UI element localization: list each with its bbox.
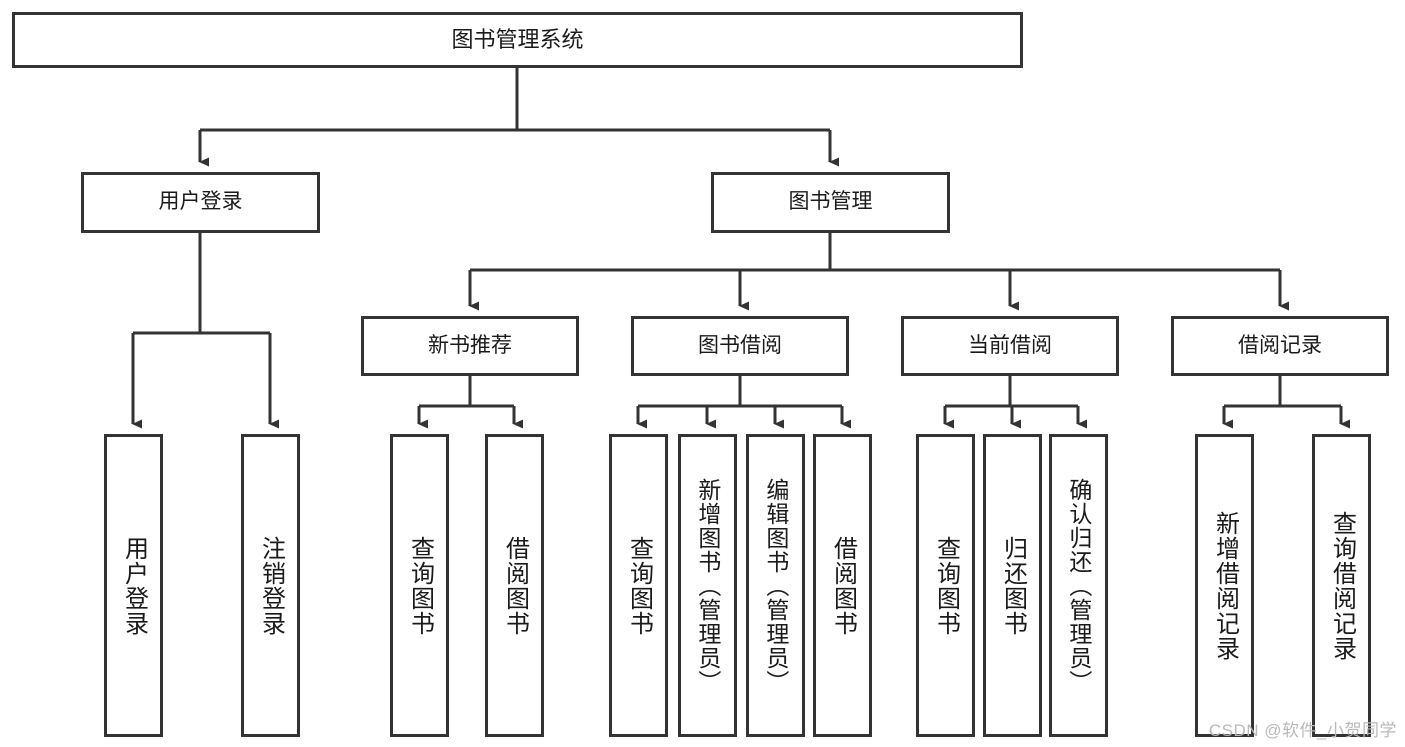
leaf-current-borrow-query-book[interactable]: 查询图书 bbox=[916, 434, 975, 737]
leaf-current-borrow-return-book[interactable]: 归还图书 bbox=[983, 434, 1042, 737]
node-new-book-recommend[interactable]: 新书推荐 bbox=[361, 316, 579, 376]
node-label: 编辑图书（管理员） bbox=[762, 477, 789, 694]
node-label: 确认归还（管理员） bbox=[1065, 477, 1092, 694]
leaf-new-book-borrow-book[interactable]: 借阅图书 bbox=[485, 434, 544, 737]
node-label: 借阅图书 bbox=[829, 535, 857, 636]
node-label: 图书管理系统 bbox=[451, 27, 584, 53]
node-label: 图书管理 bbox=[788, 190, 873, 214]
leaf-borrow-record-query-record[interactable]: 查询借阅记录 bbox=[1312, 434, 1371, 737]
leaf-borrow-record-add-record[interactable]: 新增借阅记录 bbox=[1195, 434, 1254, 737]
node-label: 查询图书 bbox=[625, 535, 653, 636]
leaf-current-borrow-confirm-return-admin[interactable]: 确认归还（管理员） bbox=[1049, 434, 1108, 737]
node-borrow-record[interactable]: 借阅记录 bbox=[1171, 316, 1389, 376]
node-book-management[interactable]: 图书管理 bbox=[711, 172, 950, 233]
node-label: 查询图书 bbox=[406, 535, 434, 636]
leaf-new-book-query-book[interactable]: 查询图书 bbox=[390, 434, 449, 737]
node-label: 新增借阅记录 bbox=[1211, 510, 1239, 661]
leaf-book-borrow-edit-book-admin[interactable]: 编辑图书（管理员） bbox=[746, 434, 805, 737]
node-label: 用户登录 bbox=[120, 535, 148, 636]
node-label: 查询图书 bbox=[932, 535, 960, 636]
node-label: 新增图书（管理员） bbox=[694, 477, 721, 694]
node-label: 用户登录 bbox=[158, 190, 243, 214]
leaf-book-borrow-query-book[interactable]: 查询图书 bbox=[609, 434, 668, 737]
node-label: 查询借阅记录 bbox=[1328, 510, 1356, 661]
leaf-book-borrow-add-book-admin[interactable]: 新增图书（管理员） bbox=[678, 434, 737, 737]
node-label: 归还图书 bbox=[999, 535, 1027, 636]
node-book-borrow[interactable]: 图书借阅 bbox=[631, 316, 849, 376]
node-label: 新书推荐 bbox=[428, 333, 512, 357]
node-label: 借阅图书 bbox=[501, 535, 529, 636]
node-label: 注销登录 bbox=[257, 535, 285, 636]
node-user-login[interactable]: 用户登录 bbox=[81, 172, 320, 233]
node-current-borrow[interactable]: 当前借阅 bbox=[901, 316, 1119, 376]
node-label: 借阅记录 bbox=[1238, 333, 1322, 357]
node-root-system[interactable]: 图书管理系统 bbox=[12, 12, 1023, 68]
leaf-user-login-login[interactable]: 用户登录 bbox=[104, 434, 163, 737]
leaf-book-borrow-borrow-book[interactable]: 借阅图书 bbox=[813, 434, 872, 737]
leaf-user-login-logout[interactable]: 注销登录 bbox=[241, 434, 300, 737]
node-label: 当前借阅 bbox=[968, 333, 1052, 357]
node-label: 图书借阅 bbox=[698, 333, 782, 357]
